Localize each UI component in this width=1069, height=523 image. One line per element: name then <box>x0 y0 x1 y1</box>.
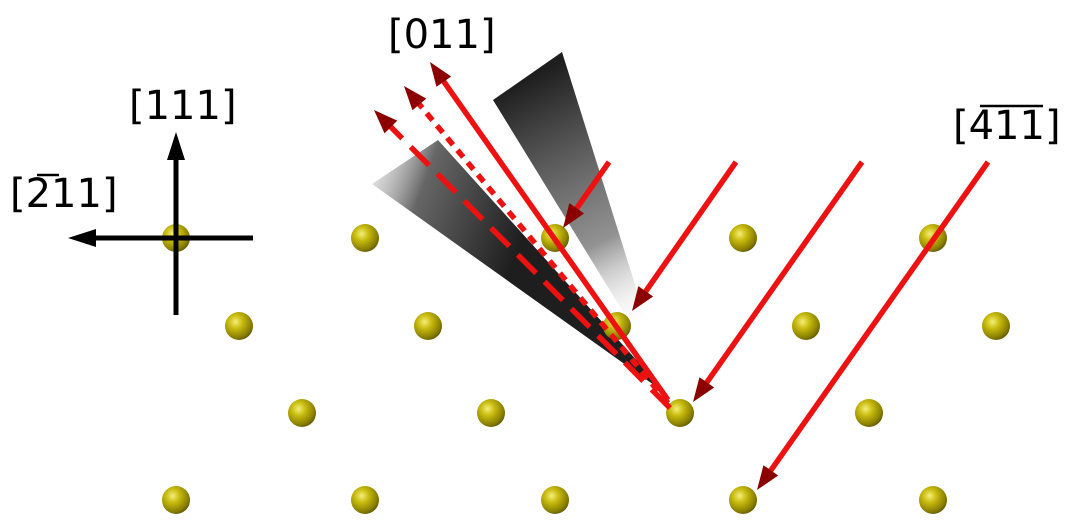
gold-atom-sphere-icon <box>225 312 253 340</box>
gold-atom-sphere-icon <box>162 486 190 514</box>
gold-atom-sphere-icon <box>982 312 1010 340</box>
outgoing-beam-dashed-line <box>384 120 672 410</box>
gold-atom-sphere-icon <box>729 486 757 514</box>
axis-211-arrowhead <box>68 229 96 247</box>
cone-lower <box>372 140 668 395</box>
axis-111-arrowhead <box>167 132 185 160</box>
beam-arrow-icon <box>693 377 715 402</box>
beam-arrow-icon <box>404 86 427 111</box>
beam-arrow-icon <box>374 110 398 134</box>
beam-arrow-icon <box>632 286 654 311</box>
incoming-beam-4-line <box>765 160 991 477</box>
gold-atom-sphere-icon <box>351 486 379 514</box>
outgoing-beam-solid-line <box>438 75 671 402</box>
label-dir-211-bar: [211] <box>10 171 118 217</box>
gold-atom-sphere-icon <box>541 486 569 514</box>
atom-lattice <box>162 224 1010 514</box>
gold-atom-sphere-icon <box>288 399 316 427</box>
gold-atom-sphere-icon <box>477 399 505 427</box>
beam-arrow-icon <box>430 62 452 87</box>
axes <box>68 132 253 315</box>
beams <box>374 62 991 490</box>
label-dir-411-bar: [411] <box>953 103 1061 149</box>
incoming-beam-3-line <box>701 160 865 389</box>
gold-atom-sphere-icon <box>666 399 694 427</box>
beam-arrow-icon <box>563 203 585 228</box>
incoming-beam-2-line <box>640 160 739 298</box>
gold-atom-sphere-icon <box>414 312 442 340</box>
outgoing-beam-dotted-line <box>413 98 671 405</box>
gold-atom-sphere-icon <box>919 486 947 514</box>
gold-atom-sphere-icon <box>792 312 820 340</box>
gold-atom-sphere-icon <box>729 224 757 252</box>
beam-arrow-icon <box>757 465 779 490</box>
gold-atom-sphere-icon <box>855 399 883 427</box>
label-dir-011: [011] <box>388 12 496 58</box>
gold-atom-sphere-icon <box>351 224 379 252</box>
label-dir-111: [111] <box>129 83 237 129</box>
incoming-beam-1-line <box>571 160 612 215</box>
